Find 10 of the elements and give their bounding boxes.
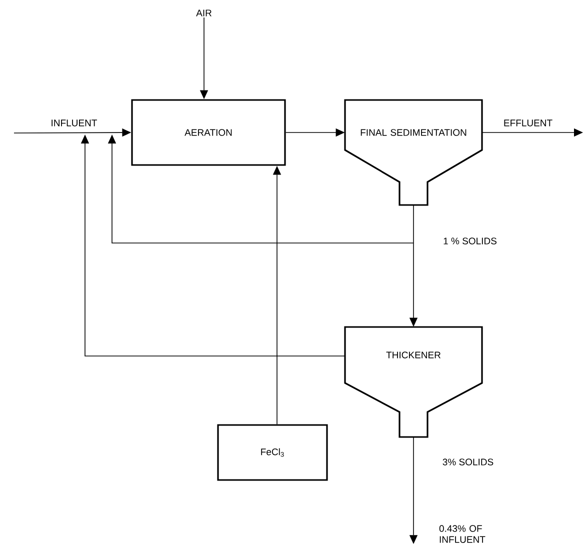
edge-label: INFLUENT	[50, 118, 98, 128]
chemical-box: FeCl$_{3}$	[217, 424, 328, 481]
edge-label: 3% SOLIDS	[441, 458, 495, 466]
edge-label: EFFLUENT	[502, 118, 554, 128]
feed-label: AIR	[196, 10, 212, 16]
sedimentation-tank: FINAL SEDIMENTATION	[344, 99, 483, 206]
edge-label: 1 % SOLIDS	[442, 236, 498, 246]
process-box: AERATION	[131, 99, 286, 166]
thickener-tank: THICKENER	[344, 326, 483, 438]
output-label: 0.43% OF INFLUENT	[439, 525, 486, 543]
